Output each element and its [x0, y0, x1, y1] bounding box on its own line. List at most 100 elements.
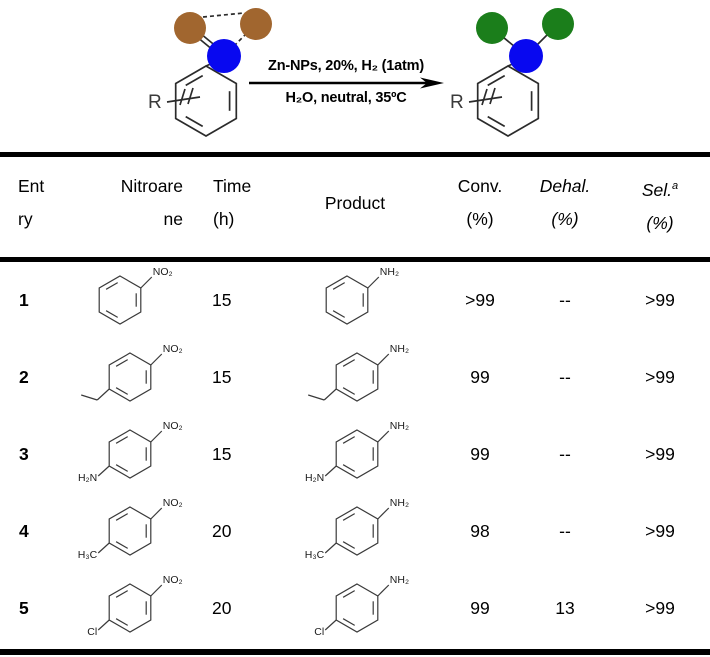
- product-structure: NH₂: [270, 263, 440, 339]
- header-line: ry: [18, 209, 33, 229]
- nitroarene-molecule-svg: NO₂ H₂N: [77, 420, 182, 484]
- top-substituent-label: NH₂: [390, 343, 409, 355]
- reactant-molecule-svg: R: [148, 8, 272, 137]
- double-bond-line: [115, 358, 128, 367]
- r-group-label: R: [450, 92, 464, 113]
- oxygen-atom: [240, 8, 272, 40]
- product-molecule-svg: R: [450, 8, 574, 137]
- entry-number: 2: [19, 367, 29, 387]
- substituent-bond: [97, 542, 110, 553]
- header-line: ne: [163, 209, 183, 229]
- header-sel: Sel.a(%): [610, 157, 710, 257]
- substituent-bond: [139, 276, 152, 288]
- double-bond-line: [105, 309, 118, 318]
- bottom-substituent-label: H₂N: [77, 472, 96, 484]
- double-bond-line: [115, 435, 128, 444]
- double-bond-line: [115, 463, 128, 472]
- double-bond-line: [342, 463, 356, 472]
- entry-number: 3: [19, 444, 29, 464]
- entry-number: 5: [19, 598, 29, 618]
- ethyl-bond: [96, 388, 110, 400]
- benzene-ring: [335, 428, 379, 479]
- conversion-value: 99: [470, 367, 490, 387]
- header-nitroarene: Nitroare ne: [60, 157, 195, 257]
- double-bond-line: [115, 589, 128, 598]
- benzene-ring: [335, 582, 379, 633]
- r-attachment-bond: [468, 96, 503, 103]
- product-structure: NH₂ H₂N: [270, 417, 440, 493]
- table-bottom-rule: [0, 649, 710, 655]
- substituent-bond: [97, 619, 110, 630]
- dehalogenation-value: --: [559, 521, 571, 541]
- reaction-arrow-icon: [249, 77, 444, 89]
- double-bond-line: [115, 617, 128, 626]
- double-bond-line: [115, 512, 128, 521]
- selectivity-value: >99: [645, 367, 675, 387]
- selectivity-value: >99: [645, 598, 675, 618]
- bottom-substituent-label: H₂N: [305, 472, 324, 484]
- top-substituent-label: NH₂: [390, 420, 409, 432]
- table-header-rule: [0, 257, 710, 262]
- conversion-value: 99: [470, 598, 490, 618]
- header-line: Nitroare: [120, 176, 183, 196]
- top-substituent-label: NH₂: [390, 497, 409, 509]
- benzene-ring: [108, 505, 151, 556]
- footnote-marker: a: [672, 180, 679, 192]
- substituent-bond: [324, 465, 337, 476]
- bottom-substituent-label: H₃C: [77, 549, 97, 561]
- r-attachment-tick: [481, 88, 488, 106]
- table-top-rule: [0, 152, 710, 157]
- top-substituent-label: NO₂: [162, 420, 182, 432]
- conditions-line1: Zn-NPs, 20%, H₂ (1atm): [268, 58, 424, 74]
- top-substituent-label: NH₂: [380, 266, 399, 278]
- benzene-ring: [98, 274, 141, 325]
- product-molecule-svg: NH₂ H₂N: [305, 420, 409, 484]
- selectivity-value: >99: [645, 521, 675, 541]
- product-molecule-svg: NH₂ H₃C: [305, 497, 409, 561]
- substituent-bond: [377, 353, 390, 365]
- substituent-bond: [149, 353, 162, 365]
- selectivity-value: >99: [645, 444, 675, 464]
- header-line: Conv.: [457, 176, 503, 196]
- time-value: 20: [212, 598, 232, 618]
- top-substituent-label: NO₂: [152, 266, 172, 278]
- r-attachment-tick: [489, 87, 496, 105]
- conversion-value: 98: [470, 521, 490, 541]
- header-line: (%): [466, 209, 494, 229]
- ethyl-bond: [308, 393, 325, 401]
- double-bond-line: [332, 281, 346, 290]
- r-attachment-bond: [166, 96, 201, 103]
- benzene-ring: [108, 351, 151, 402]
- benzene-ring: [108, 428, 151, 479]
- benzene-ring: [476, 65, 540, 137]
- substituent-bond: [149, 507, 162, 519]
- product-molecule: R: [442, 2, 577, 144]
- dehalogenation-value: 13: [555, 598, 575, 618]
- bottom-substituent-label: H₃C: [305, 549, 325, 561]
- reaction-conditions: Zn-NPs, 20%, H₂ (1atm) H₂O, neutral, 35º…: [248, 57, 444, 107]
- conditions-line2: H₂O, neutral, 35ºC: [285, 90, 407, 106]
- nitroarene-structure: NO₂ H₂N: [60, 417, 195, 493]
- nitroarene-structure: NO₂: [60, 340, 195, 416]
- nitrogen-atom: [207, 39, 241, 73]
- dehalogenation-value: --: [559, 444, 571, 464]
- double-bond-line: [342, 540, 356, 549]
- double-bond-line: [185, 115, 204, 128]
- top-substituent-label: NO₂: [162, 343, 182, 355]
- double-bond-line: [342, 358, 356, 367]
- reactant-molecule: R: [140, 2, 275, 144]
- o-o-dashed-bond: [202, 12, 245, 18]
- double-bond-line: [115, 540, 128, 549]
